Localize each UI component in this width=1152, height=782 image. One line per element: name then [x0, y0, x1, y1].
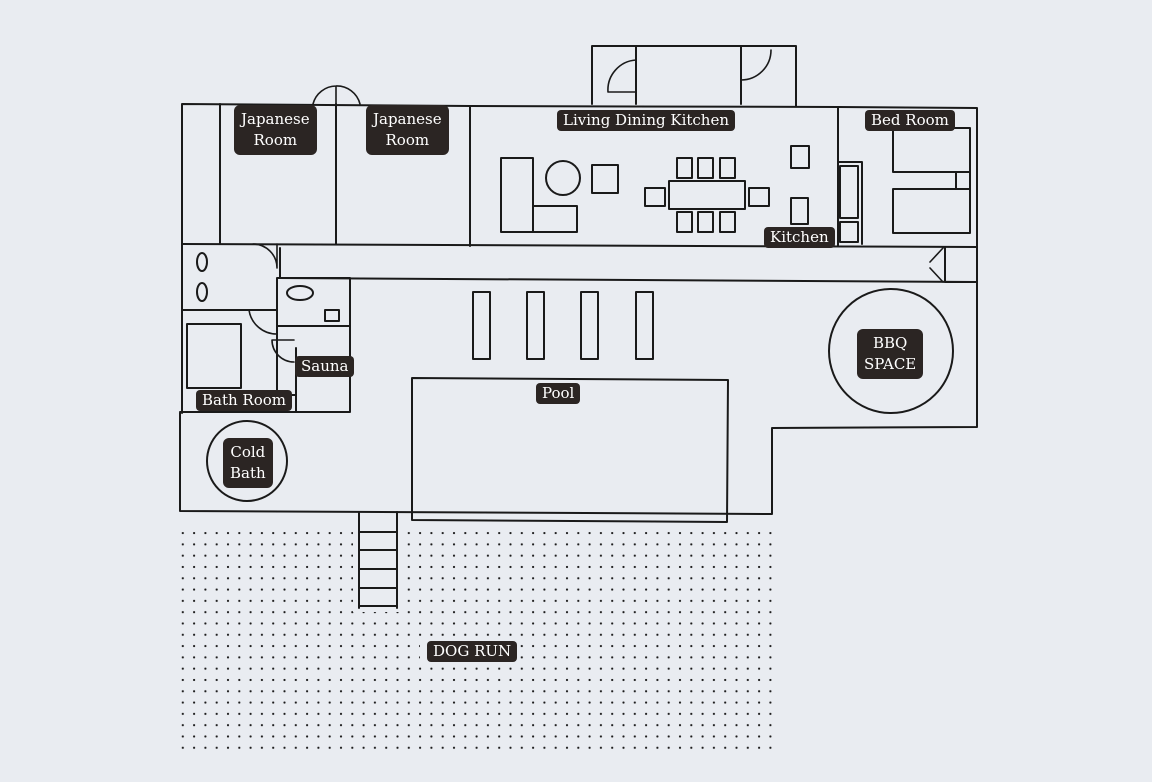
japanese-room-1-label: Japanese Room [234, 105, 317, 155]
sauna-label: Sauna [295, 356, 355, 377]
entry-box [591, 45, 797, 107]
bbq-space-label: BBQ SPACE [857, 329, 924, 379]
bath-room-label: Bath Room [196, 390, 293, 411]
dog-run-label: DOG RUN [427, 641, 518, 662]
cold-bath-tub [206, 420, 288, 502]
cold-bath-label: Cold Bath [223, 438, 273, 488]
corridor [181, 243, 978, 283]
lower-wing-walls [179, 281, 978, 515]
japanese-room-2-label: Japanese Room [366, 105, 449, 155]
steps [358, 511, 398, 609]
living-dining-kitchen-label: Living Dining Kitchen [557, 110, 736, 131]
pool-label: Pool [536, 383, 581, 404]
bbq-circle [828, 288, 954, 414]
bed-room-label: Bed Room [865, 110, 955, 131]
pool-outline [411, 377, 729, 523]
kitchen-label: Kitchen [764, 227, 835, 248]
